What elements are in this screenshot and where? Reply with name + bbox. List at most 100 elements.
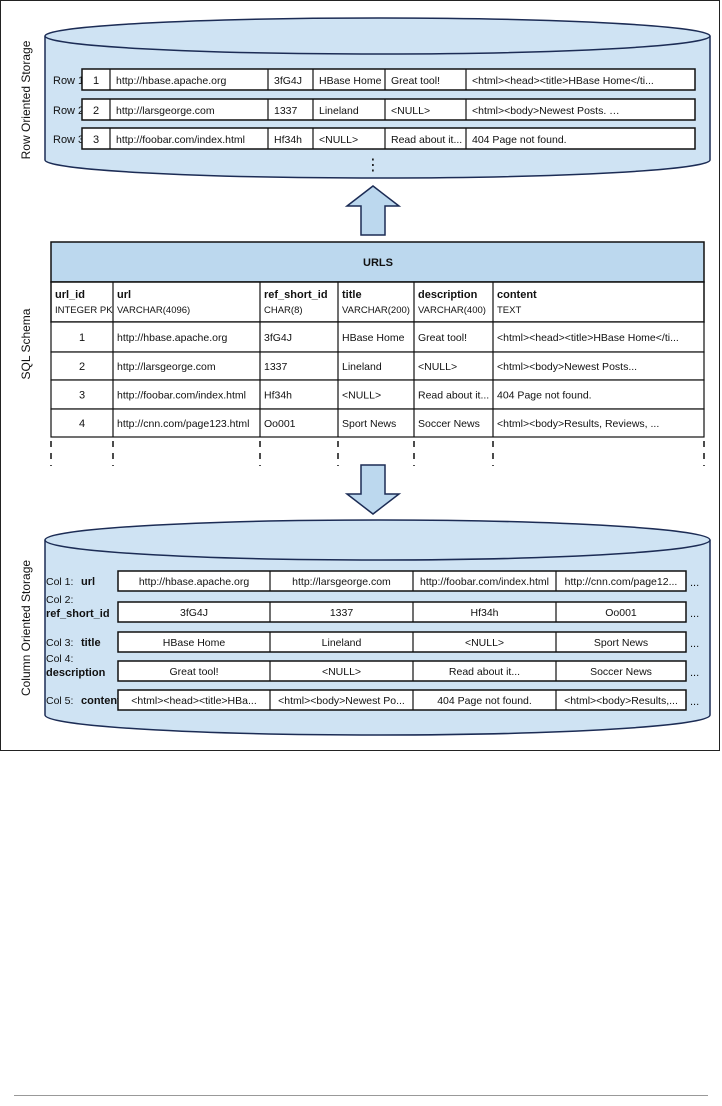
row-cell: http://hbase.apache.org bbox=[116, 75, 226, 87]
table-cell: Lineland bbox=[342, 361, 382, 373]
figure-frame bbox=[0, 0, 720, 751]
row-cell: 404 Page not found. bbox=[472, 134, 567, 146]
column-ellipsis: ... bbox=[690, 638, 699, 650]
page-rule bbox=[14, 1095, 708, 1096]
column-cell: Oo001 bbox=[605, 607, 637, 619]
column-box bbox=[117, 601, 687, 623]
row-cell: http://foobar.com/index.html bbox=[116, 134, 245, 146]
column-type: CHAR(8) bbox=[264, 305, 303, 316]
table-cell: Hf34h bbox=[264, 390, 292, 402]
storage-column: Col 3: title HBase Home Lineland <NULL> Sport… bbox=[46, 631, 699, 653]
table-cell: Sport News bbox=[342, 418, 396, 430]
column-name: title bbox=[81, 637, 101, 649]
row-cell: Hf34h bbox=[274, 134, 302, 146]
column-cell: 3fG4J bbox=[180, 607, 208, 619]
column-type: VARCHAR(4096) bbox=[117, 305, 190, 316]
column-storage-label: Column Oriented Storage bbox=[19, 560, 33, 696]
row-box bbox=[81, 98, 696, 121]
column-type: TEXT bbox=[497, 305, 521, 316]
column-box bbox=[117, 631, 687, 653]
row-cell: 3 bbox=[93, 134, 99, 146]
row-cell: HBase Home bbox=[319, 75, 382, 87]
table-cell: <NULL> bbox=[342, 390, 381, 402]
storage-column: Col 5: content <html><head><title>HBa... <h… bbox=[46, 689, 699, 711]
column-ellipsis: ... bbox=[690, 608, 699, 620]
row-cell: <NULL> bbox=[391, 105, 430, 117]
column-cell: <NULL> bbox=[465, 637, 504, 649]
column-name: ref_short_id bbox=[264, 289, 328, 301]
row-cell: Lineland bbox=[319, 105, 359, 117]
table-cell: http://larsgeorge.com bbox=[117, 361, 216, 373]
column-name: content bbox=[81, 695, 121, 707]
table-cell: HBase Home bbox=[342, 332, 405, 344]
column-name: content bbox=[497, 289, 537, 301]
column-cell: http://foobar.com/index.html bbox=[420, 576, 549, 588]
row-cell: 1 bbox=[93, 75, 99, 87]
table-cell: 1 bbox=[79, 332, 85, 344]
column-cell: Soccer News bbox=[590, 666, 652, 678]
sql-schema-label: SQL Schema bbox=[19, 308, 33, 379]
row-cell: <html><body>Newest Posts. … bbox=[472, 105, 620, 117]
column-ellipsis: ... bbox=[690, 696, 699, 708]
storage-row: Row 2 2 http://larsgeorge.com 1337 Lineland <… bbox=[53, 98, 696, 121]
column-ellipsis: ... bbox=[690, 667, 699, 679]
row-ellipsis: ⋮ bbox=[365, 157, 381, 174]
table-title: URLS bbox=[363, 257, 393, 269]
column-prefix: Col 2: bbox=[46, 594, 73, 606]
arrow-up bbox=[344, 185, 402, 236]
column-prefix: Col 4: bbox=[46, 653, 73, 665]
row-cell: 2 bbox=[93, 105, 99, 117]
arrow-down bbox=[344, 464, 402, 515]
table-cell: Great tool! bbox=[418, 332, 467, 344]
column-cell: Lineland bbox=[322, 637, 362, 649]
table-row bbox=[50, 408, 705, 438]
row-label: Row 2 bbox=[53, 105, 84, 117]
column-name: url_id bbox=[55, 289, 85, 301]
table-cell: http://foobar.com/index.html bbox=[117, 390, 246, 402]
table-cell: 2 bbox=[79, 361, 85, 373]
column-cell: <html><head><title>HBa... bbox=[131, 695, 257, 707]
column-ellipsis: ... bbox=[690, 577, 699, 589]
table-cell: 3 bbox=[79, 390, 85, 402]
row-cell: Read about it... bbox=[391, 134, 462, 146]
table-cell: http://hbase.apache.org bbox=[117, 332, 227, 344]
column-type: VARCHAR(200) bbox=[342, 305, 410, 316]
row-storage-label: Row Oriented Storage bbox=[19, 40, 33, 159]
table-cell: Oo001 bbox=[264, 418, 296, 430]
column-cell: <html><body>Newest Po... bbox=[278, 695, 405, 707]
table-cell: 1337 bbox=[264, 361, 288, 373]
column-cell: HBase Home bbox=[163, 637, 226, 649]
column-cell: Sport News bbox=[594, 637, 648, 649]
row-label: Row 3 bbox=[53, 134, 84, 146]
row-cell: 1337 bbox=[274, 105, 298, 117]
column-name: title bbox=[342, 289, 362, 301]
column-name: description bbox=[418, 289, 478, 301]
column-type: VARCHAR(400) bbox=[418, 305, 486, 316]
column-cell: http://larsgeorge.com bbox=[292, 576, 391, 588]
row-cell: http://larsgeorge.com bbox=[116, 105, 215, 117]
column-cell: <html><body>Results,... bbox=[564, 695, 678, 707]
column-name: description bbox=[46, 667, 106, 679]
column-cell: 1337 bbox=[330, 607, 354, 619]
row-cell: Great tool! bbox=[391, 75, 440, 87]
column-prefix: Col 5: bbox=[46, 695, 73, 707]
row-box bbox=[81, 68, 696, 91]
column-header-row bbox=[50, 281, 705, 323]
column-type: INTEGER PK bbox=[55, 305, 113, 316]
table-cell: <NULL> bbox=[418, 361, 457, 373]
table-cell: 3fG4J bbox=[264, 332, 292, 344]
column-cell: http://hbase.apache.org bbox=[139, 576, 249, 588]
table-cell: http://cnn.com/page123.html bbox=[117, 418, 250, 430]
table-cell: <html><body>Newest Posts... bbox=[497, 361, 637, 373]
table-cell: <html><body>Results, Reviews, ... bbox=[497, 418, 659, 430]
column-prefix: Col 3: bbox=[46, 637, 73, 649]
table-title-band bbox=[50, 241, 705, 283]
table-cell: 404 Page not found. bbox=[497, 390, 592, 402]
column-name: url bbox=[81, 576, 95, 588]
